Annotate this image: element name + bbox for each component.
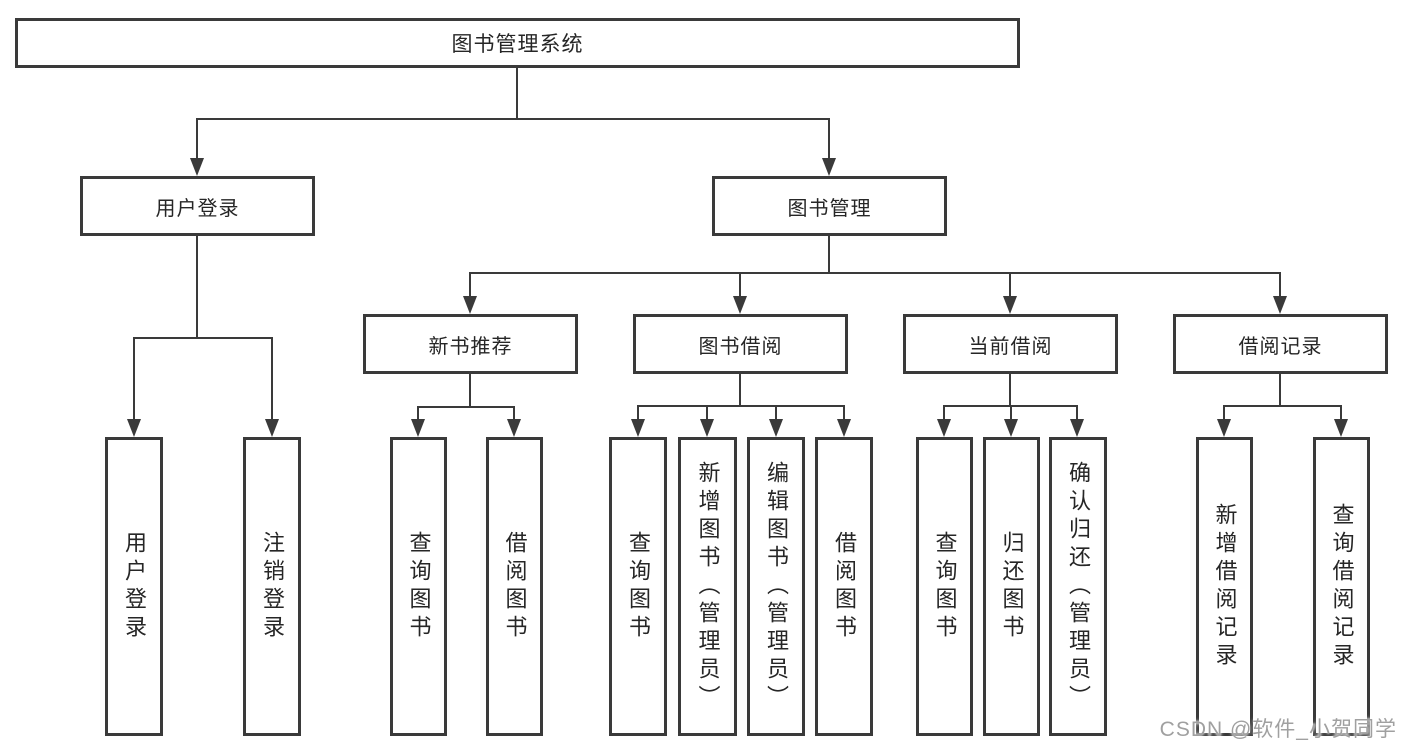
leaf-confirm-return-admin: 确认归还（管理员） xyxy=(1049,437,1107,736)
leaf-add-borrow-record: 新增借阅记录 xyxy=(1196,437,1253,736)
connector-line xyxy=(417,406,514,408)
connector-line xyxy=(133,337,135,419)
leaf-return-books: 归还图书 xyxy=(983,437,1040,736)
leaf-borrow-books-recommend-label: 借阅图书 xyxy=(502,530,528,643)
node-book-borrow: 图书借阅 xyxy=(633,314,848,374)
arrow-down-icon xyxy=(411,419,425,437)
connector-line xyxy=(469,272,471,296)
leaf-query-borrow-record: 查询借阅记录 xyxy=(1313,437,1370,736)
arrow-down-icon xyxy=(190,158,204,176)
connector-line xyxy=(196,118,198,158)
connector-line xyxy=(1076,405,1078,419)
leaf-query-books-borrow-label: 查询图书 xyxy=(626,530,651,643)
connector-line xyxy=(1279,272,1281,296)
connector-line xyxy=(843,405,845,419)
connector-line xyxy=(133,337,273,339)
connector-line xyxy=(1279,374,1281,405)
arrow-down-icon xyxy=(507,419,521,437)
node-root-label: 图书管理系统 xyxy=(451,33,584,56)
connector-line xyxy=(271,337,273,419)
node-book-management-label: 图书管理 xyxy=(787,197,872,220)
node-root: 图书管理系统 xyxy=(15,18,1020,68)
arrow-down-icon xyxy=(463,296,477,314)
connector-line xyxy=(706,405,708,419)
connector-line xyxy=(637,405,639,419)
leaf-confirm-return-admin-label: 确认归还（管理员） xyxy=(1066,460,1091,713)
connector-line xyxy=(1223,405,1225,419)
leaf-query-books-current-label: 查询图书 xyxy=(932,530,958,643)
node-current-borrow: 当前借阅 xyxy=(903,314,1118,374)
leaf-edit-books-admin: 编辑图书（管理员） xyxy=(747,437,805,736)
connector-line xyxy=(828,118,830,158)
leaf-logout-login: 注销登录 xyxy=(243,437,301,736)
arrow-down-icon xyxy=(733,296,747,314)
leaf-add-borrow-record-label: 新增借阅记录 xyxy=(1212,502,1238,671)
arrow-down-icon xyxy=(837,419,851,437)
leaf-logout-login-label: 注销登录 xyxy=(260,530,285,643)
connector-line xyxy=(513,406,515,419)
connector-line xyxy=(516,68,518,118)
connector-line xyxy=(828,236,830,272)
connector-line xyxy=(943,405,945,419)
node-borrow-records: 借阅记录 xyxy=(1173,314,1388,374)
arrow-down-icon xyxy=(127,419,141,437)
connector-line xyxy=(196,236,198,337)
leaf-borrow-books-recommend: 借阅图书 xyxy=(486,437,543,736)
connector-line xyxy=(1009,374,1011,405)
arrow-down-icon xyxy=(700,419,714,437)
node-new-book-recommend: 新书推荐 xyxy=(363,314,578,374)
node-new-book-recommend-label: 新书推荐 xyxy=(428,335,513,358)
node-borrow-records-label: 借阅记录 xyxy=(1238,335,1323,358)
leaf-borrow-books: 借阅图书 xyxy=(815,437,873,736)
leaf-return-books-label: 归还图书 xyxy=(999,530,1025,643)
connector-line xyxy=(469,272,1281,274)
leaf-user-login: 用户登录 xyxy=(105,437,163,736)
leaf-add-books-admin: 新增图书（管理员） xyxy=(678,437,737,736)
leaf-query-borrow-record-label: 查询借阅记录 xyxy=(1329,502,1355,671)
node-user-login: 用户登录 xyxy=(80,176,315,236)
node-user-login-label: 用户登录 xyxy=(155,197,240,220)
arrow-down-icon xyxy=(769,419,783,437)
leaf-borrow-books-label: 借阅图书 xyxy=(832,530,857,643)
arrow-down-icon xyxy=(1273,296,1287,314)
connector-line xyxy=(417,406,419,419)
node-book-borrow-label: 图书借阅 xyxy=(698,335,783,358)
leaf-add-books-admin-label: 新增图书（管理员） xyxy=(695,460,721,713)
arrow-down-icon xyxy=(631,419,645,437)
connector-line xyxy=(775,405,777,419)
watermark-text: CSDN @软件_小贺同学 xyxy=(1159,718,1397,741)
connector-line xyxy=(1223,405,1342,407)
arrow-down-icon xyxy=(1003,296,1017,314)
arrow-down-icon xyxy=(1070,419,1084,437)
connector-line xyxy=(1340,405,1342,419)
leaf-query-books-recommend-label: 查询图书 xyxy=(406,530,432,643)
arrow-down-icon xyxy=(1334,419,1348,437)
connector-line xyxy=(469,374,471,406)
leaf-query-books-current: 查询图书 xyxy=(916,437,973,736)
leaf-user-login-label: 用户登录 xyxy=(122,530,147,643)
connector-line xyxy=(637,405,844,407)
node-book-management: 图书管理 xyxy=(712,176,947,236)
arrow-down-icon xyxy=(1217,419,1231,437)
connector-line xyxy=(739,272,741,296)
arrow-down-icon xyxy=(265,419,279,437)
leaf-query-books-borrow: 查询图书 xyxy=(609,437,667,736)
connector-line xyxy=(196,118,830,120)
leaf-edit-books-admin-label: 编辑图书（管理员） xyxy=(764,460,789,713)
connector-line xyxy=(739,374,741,405)
leaf-query-books-recommend: 查询图书 xyxy=(390,437,447,736)
arrow-down-icon xyxy=(1004,419,1018,437)
connector-line xyxy=(1010,405,1012,419)
node-current-borrow-label: 当前借阅 xyxy=(968,335,1053,358)
arrow-down-icon xyxy=(822,158,836,176)
arrow-down-icon xyxy=(937,419,951,437)
connector-line xyxy=(1009,272,1011,296)
